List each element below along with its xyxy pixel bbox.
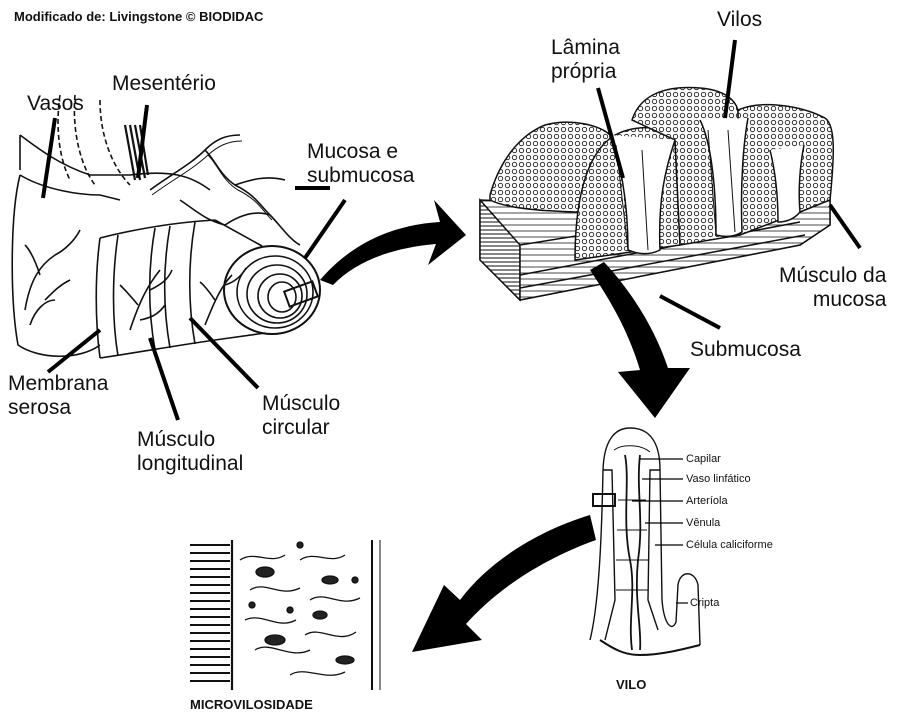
villus-drawing	[590, 428, 700, 655]
arrow-to-wall	[320, 200, 466, 285]
label-membrana-serosa: Membrana serosa	[8, 372, 108, 419]
label-venula: Vênula	[686, 517, 720, 529]
microvilli-title: MICROVILOSIDADE	[190, 698, 313, 713]
label-mucosa-submucosa: Mucosa e submucosa	[307, 140, 414, 187]
intestine-drawing	[12, 95, 320, 358]
label-musculo-da-mucosa: Músculo da mucosa	[779, 264, 886, 311]
label-arteriola: Arteríola	[686, 495, 728, 507]
arrow-to-microvilli	[412, 515, 596, 652]
label-musculo-circular: Músculo circular	[262, 392, 340, 439]
label-cripta: Cripta	[690, 597, 719, 609]
label-celula-caliciforme: Célula caliciforme	[686, 539, 773, 551]
arrow-to-villus	[590, 262, 690, 418]
microvilli-drawing	[185, 530, 385, 695]
villus-title: VILO	[616, 678, 646, 693]
label-vasos: Vasos	[27, 92, 84, 116]
label-mesenterio: Mesentério	[112, 72, 216, 96]
label-musculo-longitudinal: Músculo longitudinal	[137, 428, 243, 475]
label-vaso-linfatico: Vaso linfático	[686, 473, 751, 485]
label-lamina-propria: Lâmina própria	[551, 36, 620, 83]
label-submucosa: Submucosa	[690, 338, 801, 362]
label-vilos: Vilos	[717, 8, 762, 32]
credit-text: Modificado de: Livingstone © BIODIDAC	[14, 10, 263, 25]
label-capilar: Capilar	[686, 453, 721, 465]
